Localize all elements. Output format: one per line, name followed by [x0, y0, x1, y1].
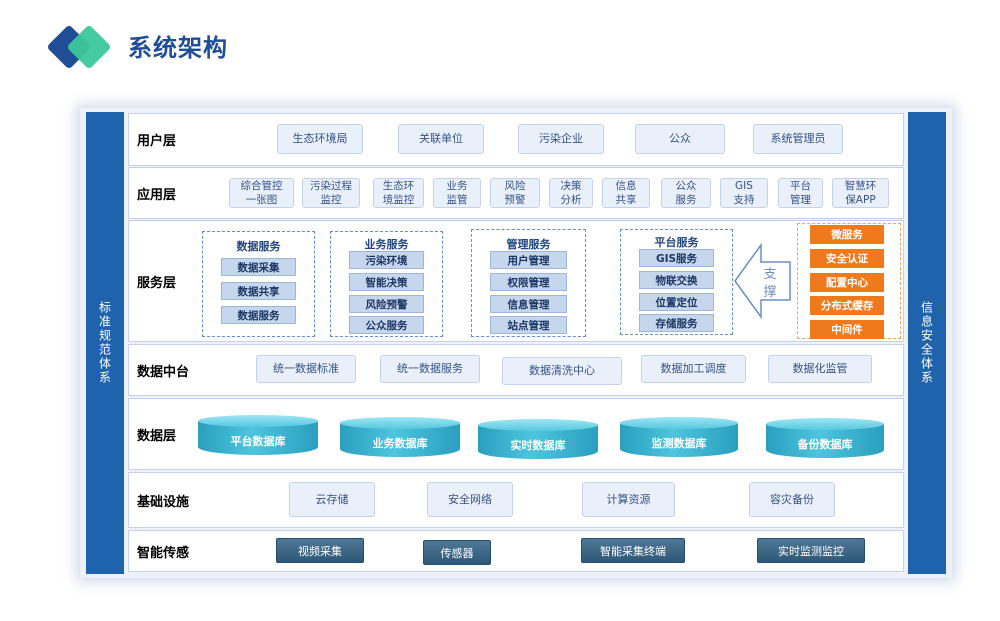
service-item: 用户管理 [490, 251, 567, 269]
database-cylinder: 实时数据库 [478, 419, 598, 459]
layer-label: 用户层 [137, 134, 177, 149]
layer-label: 智能传感 [137, 545, 190, 561]
group-title: 业务服务 [364, 238, 409, 251]
service-item: 信息管理 [490, 295, 567, 313]
service-item: 存储服务 [639, 314, 714, 332]
service-item: 公众服务 [349, 316, 424, 334]
service-item: GIS服务 [639, 249, 714, 267]
brand-logo-icon [48, 26, 110, 68]
page-title: 系统架构 [128, 34, 228, 62]
database-cylinder: 业务数据库 [340, 417, 460, 457]
group-title: 平台服务 [654, 236, 699, 249]
midplatform-item: 数据加工调度 [641, 355, 746, 383]
database-label: 业务数据库 [372, 437, 428, 450]
service-item: 物联交换 [639, 271, 714, 289]
midplatform-item: 数据清洗中心 [502, 357, 622, 385]
support-label: 撑 [763, 285, 776, 300]
user-item: 系统管理员 [753, 124, 843, 154]
infra-item: 计算资源 [582, 482, 675, 517]
service-item: 数据共享 [221, 282, 296, 300]
infra-item: 容灾备份 [749, 482, 835, 517]
security-system-bar: 信息安全体系 [908, 112, 946, 574]
standards-system-bar: 标准规范体系 [86, 112, 124, 574]
user-item: 污染企业 [518, 124, 604, 154]
app-item: 平台 管理 [778, 178, 823, 208]
layer-label: 应用层 [137, 187, 177, 203]
sensing-item: 实时监测监控 [757, 538, 865, 563]
service-item: 污染环境 [349, 251, 424, 269]
app-item: 风险 预警 [490, 178, 540, 208]
service-item: 位置定位 [639, 293, 714, 311]
database-cylinder: 平台数据库 [198, 415, 318, 455]
database-label: 备份数据库 [797, 438, 853, 451]
database-label: 监测数据库 [651, 437, 707, 450]
database-label: 实时数据库 [510, 439, 566, 452]
database-cylinder: 监测数据库 [620, 417, 738, 457]
app-item: 污染过程 监控 [302, 178, 360, 208]
service-group-data: 数据服务 数据采集 数据共享 数据服务 [202, 231, 315, 337]
middleware-item: 分布式缓存 [810, 296, 884, 315]
app-item: 智慧环 保APP [832, 178, 889, 208]
group-title: 数据服务 [236, 240, 281, 253]
midplatform-item: 统一数据标准 [256, 355, 356, 383]
middleware-item: 配置中心 [810, 273, 884, 292]
middleware-item: 安全认证 [810, 249, 884, 268]
service-group-business: 业务服务 污染环境 智能决策 风险预警 公众服务 [330, 231, 443, 337]
midplatform-item: 统一数据服务 [380, 355, 480, 383]
database-cylinder: 备份数据库 [766, 418, 884, 458]
app-item: 生态环 境监控 [373, 178, 424, 208]
app-item: 决策 分析 [549, 178, 593, 208]
app-item: 综合管控 一张图 [229, 178, 294, 208]
service-item: 权限管理 [490, 273, 567, 291]
sensing-item: 视频采集 [276, 538, 364, 563]
service-item: 风险预警 [349, 295, 424, 313]
service-item: 数据采集 [221, 258, 296, 276]
app-item: 业务 监管 [433, 178, 481, 208]
midplatform-item: 数据化监管 [768, 355, 872, 383]
service-group-platform: 平台服务 GIS服务 物联交换 位置定位 存储服务 [620, 229, 733, 335]
app-item: 公众 服务 [661, 178, 711, 208]
layer-label: 基础设施 [137, 494, 190, 510]
support-arrow-icon: 支 撑 [734, 242, 791, 320]
user-item: 关联单位 [398, 124, 484, 154]
infra-item: 安全网络 [427, 482, 513, 517]
service-item: 数据服务 [221, 306, 296, 324]
middleware-item: 中间件 [810, 320, 884, 339]
app-item: 信息 共享 [602, 178, 650, 208]
database-label: 平台数据库 [230, 435, 286, 448]
user-item: 公众 [635, 124, 725, 154]
layer-label: 数据中台 [137, 364, 190, 380]
group-title: 管理服务 [506, 238, 551, 251]
layer-label: 数据层 [137, 428, 177, 444]
sensing-item: 智能采集终端 [581, 538, 685, 563]
layer-label: 服务层 [137, 275, 177, 291]
service-group-management: 管理服务 用户管理 权限管理 信息管理 站点管理 [471, 229, 586, 337]
service-item: 智能决策 [349, 273, 424, 291]
support-label: 支 [763, 267, 776, 282]
infra-item: 云存储 [289, 482, 375, 517]
service-item: 站点管理 [490, 316, 567, 334]
app-item: GIS 支持 [720, 178, 768, 208]
sensing-item: 传感器 [423, 540, 491, 565]
middleware-item: 微服务 [810, 225, 884, 244]
user-item: 生态环境局 [277, 124, 363, 154]
